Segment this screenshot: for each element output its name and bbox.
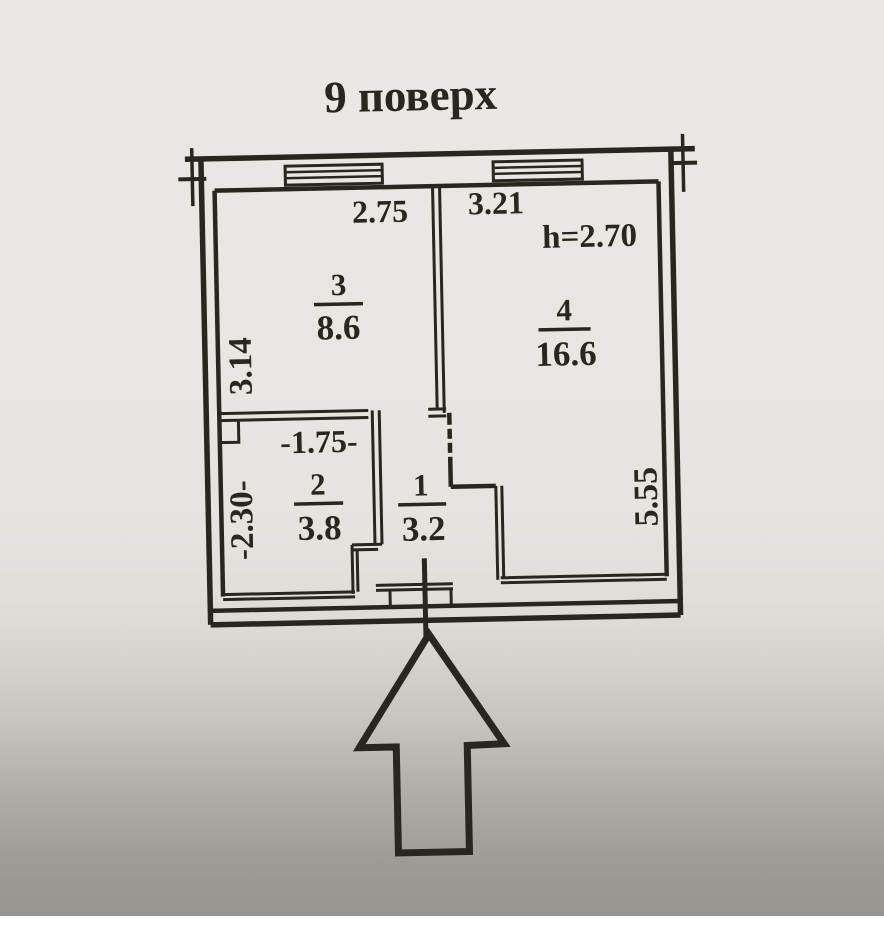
entrance-arrow-icon <box>352 627 511 857</box>
entrance-vestibule <box>375 582 453 608</box>
dim-room2-depth: -2.30- <box>224 480 262 560</box>
svg-text:3.8: 3.8 <box>297 508 342 548</box>
entrance-threshold-line <box>421 558 429 638</box>
svg-text:3: 3 <box>330 267 346 302</box>
dim-room4-depth: 5.55 <box>627 467 665 527</box>
svg-text:1: 1 <box>413 467 429 502</box>
dim-room2-width: -1.75- <box>280 423 358 461</box>
room-3-label: 3 8.6 <box>313 267 364 348</box>
wall-room2-hallway <box>222 410 384 602</box>
svg-text:3.2: 3.2 <box>401 509 446 549</box>
exterior-walls <box>184 145 695 628</box>
room-1-label: 1 3.2 <box>398 467 447 549</box>
svg-text:16.6: 16.6 <box>535 334 597 374</box>
wall-hallway-room4 <box>447 412 667 585</box>
wall-room3-floor <box>219 407 447 445</box>
room-2-label: 2 3.8 <box>294 466 344 548</box>
room-4-label: 4 16.6 <box>535 292 597 374</box>
window-icon-right <box>491 158 584 183</box>
svg-text:8.6: 8.6 <box>316 308 361 348</box>
dim-window-right: 3.21 <box>468 184 525 221</box>
partition-room3-room4 <box>431 185 446 413</box>
dim-ceiling-height: h=2.70 <box>542 218 638 256</box>
svg-text:4: 4 <box>556 292 572 327</box>
window-icon-left <box>283 162 384 187</box>
svg-text:2: 2 <box>310 466 326 501</box>
page-title: 9 поверх <box>324 69 498 123</box>
dim-window-left: 2.75 <box>352 193 409 230</box>
dim-room3-depth: 3.14 <box>223 337 260 395</box>
